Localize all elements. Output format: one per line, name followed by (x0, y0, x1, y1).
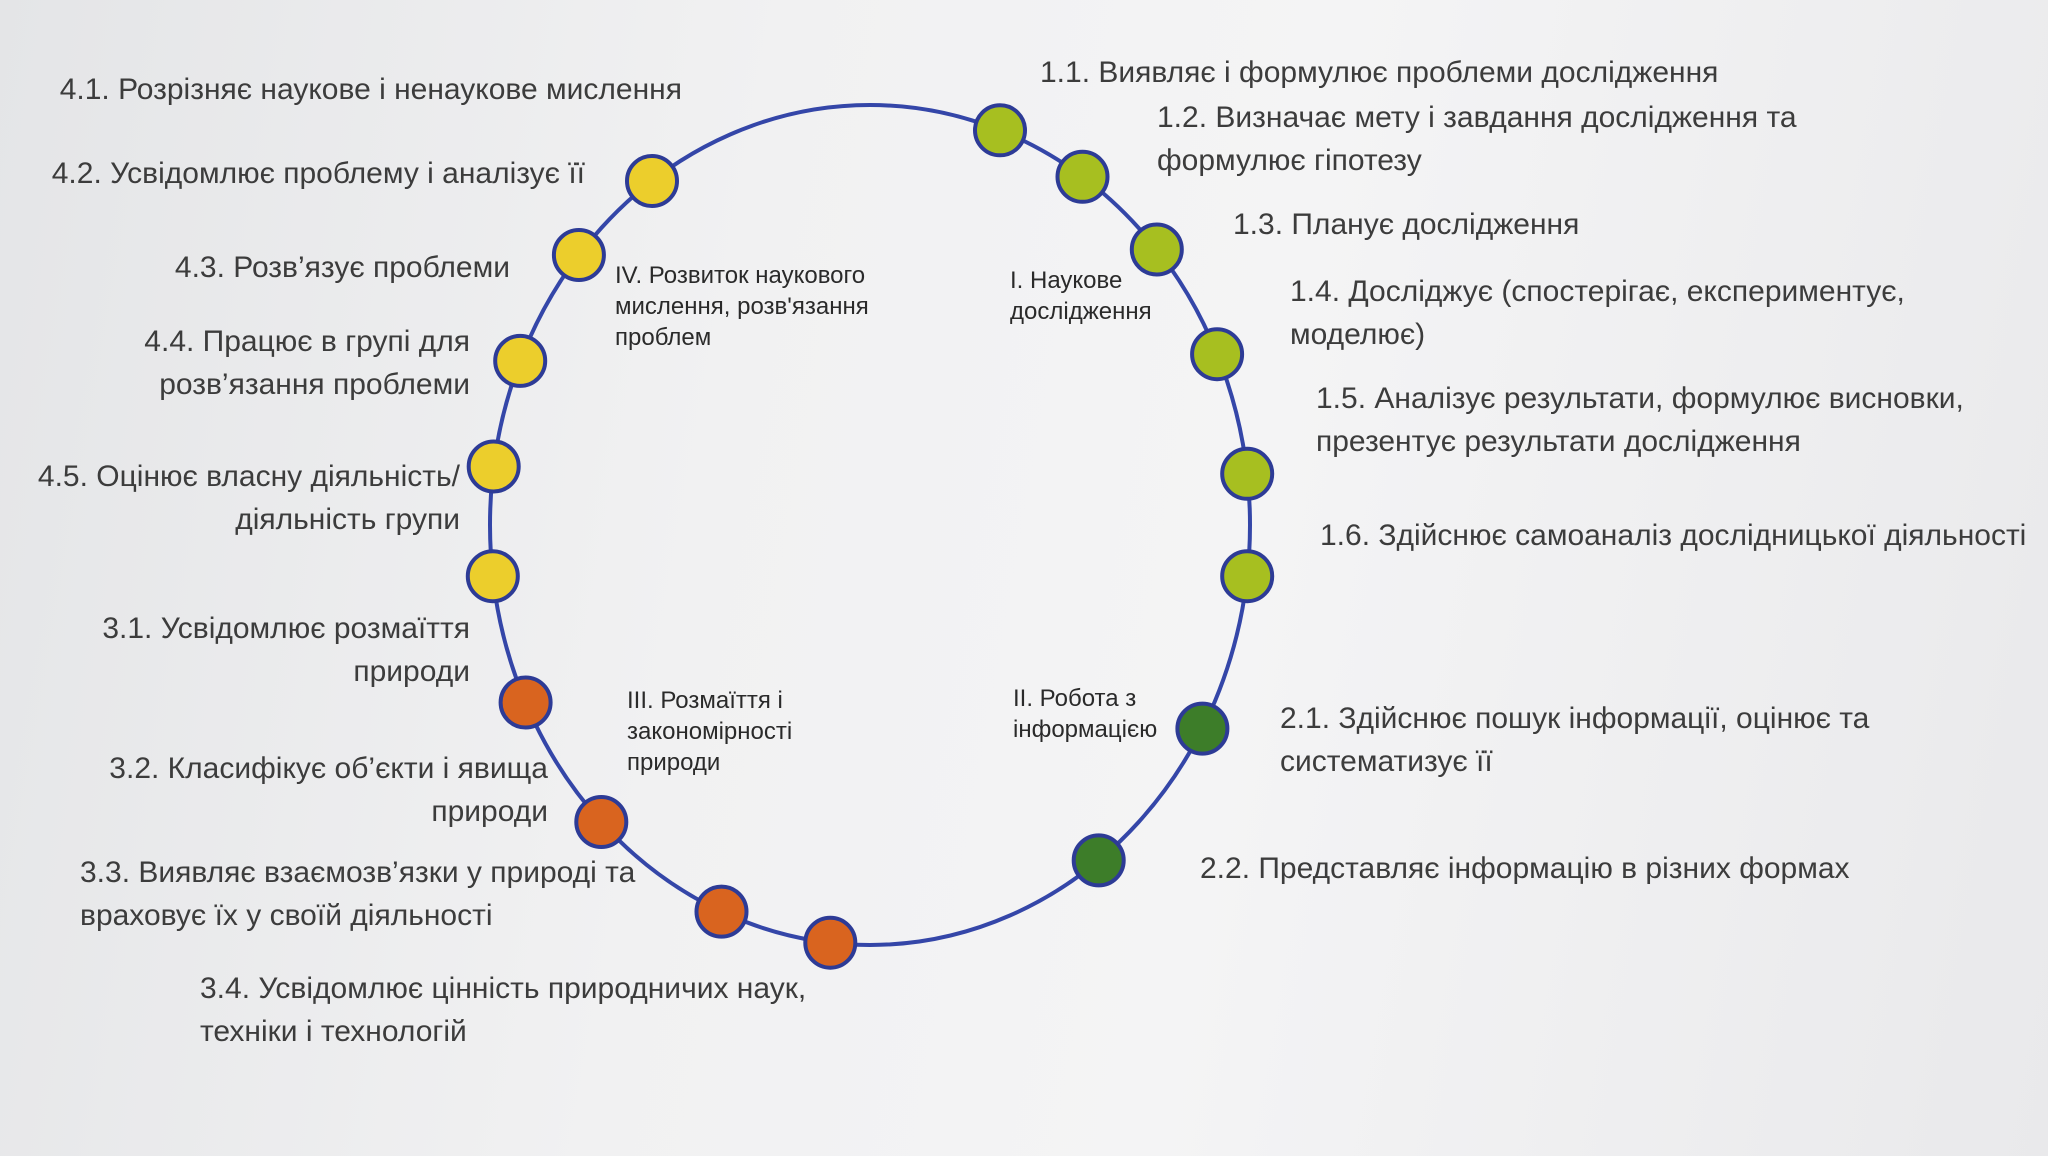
label-3-3: 3.3. Виявляє взаємозв’язки у природі та в… (80, 851, 635, 937)
label-1-5-line: презентує результати дослідження (1316, 425, 1801, 458)
section-1-title: I. Наукове дослідження (1010, 265, 1152, 327)
node-2-2 (1071, 833, 1126, 888)
label-1-2-line: формулює гіпотезу (1157, 144, 1422, 177)
node-4-4 (466, 439, 521, 494)
label-3-4-line: 3.4. Усвідомлює цінність природничих нау… (200, 972, 807, 1005)
label-1-4-line: 1.4. Досліджує (спостерігає, експеримент… (1290, 275, 1905, 308)
label-1-3-line: 1.3. Планує дослідження (1233, 208, 1580, 241)
node-3-4 (803, 915, 858, 970)
label-3-1: 3.1. Усвідомлює розмаїття природи (102, 607, 470, 693)
label-4-3: 4.3. Розв’язує проблеми (175, 246, 510, 289)
label-4-4: 4.4. Працює в групі для розв’язання пробл… (144, 320, 470, 406)
node-2-1 (1175, 701, 1230, 756)
label-1-4-line: моделює) (1290, 318, 1426, 351)
label-1-6-line: 1.6. Здійснює самоаналіз дослідницької д… (1320, 519, 2027, 552)
label-2-2: 2.2. Представляє інформацію в різних фор… (1200, 847, 1850, 890)
label-4-5: 4.5. Оцінює власну діяльність/діяльність… (38, 455, 460, 541)
node-1-6 (1220, 549, 1275, 604)
section-3-title-line: III. Розмаїття і (627, 687, 783, 714)
label-3-2-line: природи (431, 795, 548, 828)
label-1-1-line: 1.1. Виявляє і формулює проблеми дослідж… (1040, 56, 1719, 89)
label-4-5-line: 4.5. Оцінює власну діяльність/ (37, 460, 460, 493)
label-3-1-line: природи (353, 655, 470, 688)
section-2-title-line: інформацією (1013, 716, 1158, 743)
label-4-1: 4.1. Розрізняє наукове і ненаукове мисле… (60, 68, 682, 111)
section-4-title: IV. Розвиток наукового мислення, розв'яза… (615, 260, 869, 353)
cycle-ellipse (488, 103, 1252, 947)
node-1-5 (1220, 446, 1275, 501)
label-4-4-line: 4.4. Працює в групі для (144, 325, 470, 358)
node-4-1 (625, 154, 679, 208)
node-1-2 (1055, 149, 1110, 204)
label-3-3-line: враховує їх у своїй діяльності (80, 899, 493, 932)
label-4-2-line: 4.2. Усвідомлює проблему і аналізує її (51, 157, 585, 190)
label-1-3: 1.3. Планує дослідження (1233, 203, 1579, 246)
label-4-5-line: діяльність групи (235, 503, 460, 536)
label-2-1: 2.1. Здійснює пошук інформації, оцінює т… (1280, 697, 1869, 783)
label-1-5-line: 1.5. Аналізує результати, формулює висно… (1316, 382, 1964, 415)
label-3-1-line: 3.1. Усвідомлює розмаїття (102, 612, 470, 645)
label-2-2-line: 2.2. Представляє інформацію в різних фор… (1200, 852, 1850, 885)
section-1-title-line: дослідження (1010, 298, 1152, 325)
node-3-2 (574, 795, 629, 849)
section-1-title-line: I. Наукове (1010, 267, 1123, 294)
label-4-3-line: 4.3. Розв’язує проблеми (174, 251, 510, 284)
label-2-1-line: 2.1. Здійснює пошук інформації, оцінює т… (1280, 702, 1870, 735)
section-3-title: III. Розмаїття і закономірності природи (627, 685, 792, 778)
label-1-1: 1.1. Виявляє і формулює проблеми дослідж… (1040, 51, 1718, 94)
label-1-4: 1.4. Досліджує (спостерігає, експеримент… (1290, 270, 1905, 356)
label-4-4-line: розв’язання проблеми (159, 368, 470, 401)
section-3-title-line: закономірності (627, 718, 793, 745)
label-1-6: 1.6. Здійснює самоаналіз дослідницької д… (1320, 514, 2026, 557)
section-4-title-line: мислення, розв'язання (615, 293, 869, 320)
label-1-2-line: 1.2. Визначає мету і завдання дослідженн… (1157, 101, 1797, 134)
section-4-title-line: проблем (615, 324, 712, 351)
node-3-3 (694, 884, 749, 939)
label-4-1-line: 4.1. Розрізняє наукове і ненаукове мисле… (59, 73, 682, 106)
node-1-3 (1129, 222, 1184, 277)
section-4-title-line: IV. Розвиток наукового (615, 262, 866, 289)
label-3-2-line: 3.2. Класифікує об’єкти і явища (109, 752, 548, 785)
label-3-4: 3.4. Усвідомлює цінність природничих нау… (200, 967, 806, 1053)
label-4-2: 4.2. Усвідомлює проблему і аналізує її (52, 152, 585, 195)
node-4-5 (465, 549, 520, 604)
node-1-4 (1190, 327, 1245, 382)
label-2-1-line: систематизує її (1280, 745, 1493, 778)
label-3-2: 3.2. Класифікує об’єкти і явища природи (109, 747, 548, 833)
section-2-title-line: II. Робота з (1013, 685, 1137, 712)
label-1-5: 1.5. Аналізує результати, формулює висно… (1316, 377, 1964, 463)
node-4-3 (493, 333, 548, 388)
section-2-title: II. Робота з інформацією (1013, 683, 1157, 745)
node-4-2 (551, 228, 606, 282)
section-3-title-line: природи (627, 749, 721, 776)
node-3-1 (498, 675, 553, 730)
label-3-3-line: 3.3. Виявляє взаємозв’язки у природі та (80, 856, 636, 889)
label-1-2: 1.2. Визначає мету і завдання дослідженн… (1157, 96, 1797, 182)
label-3-4-line: техніки і технологій (200, 1015, 467, 1048)
node-1-1 (973, 103, 1027, 158)
